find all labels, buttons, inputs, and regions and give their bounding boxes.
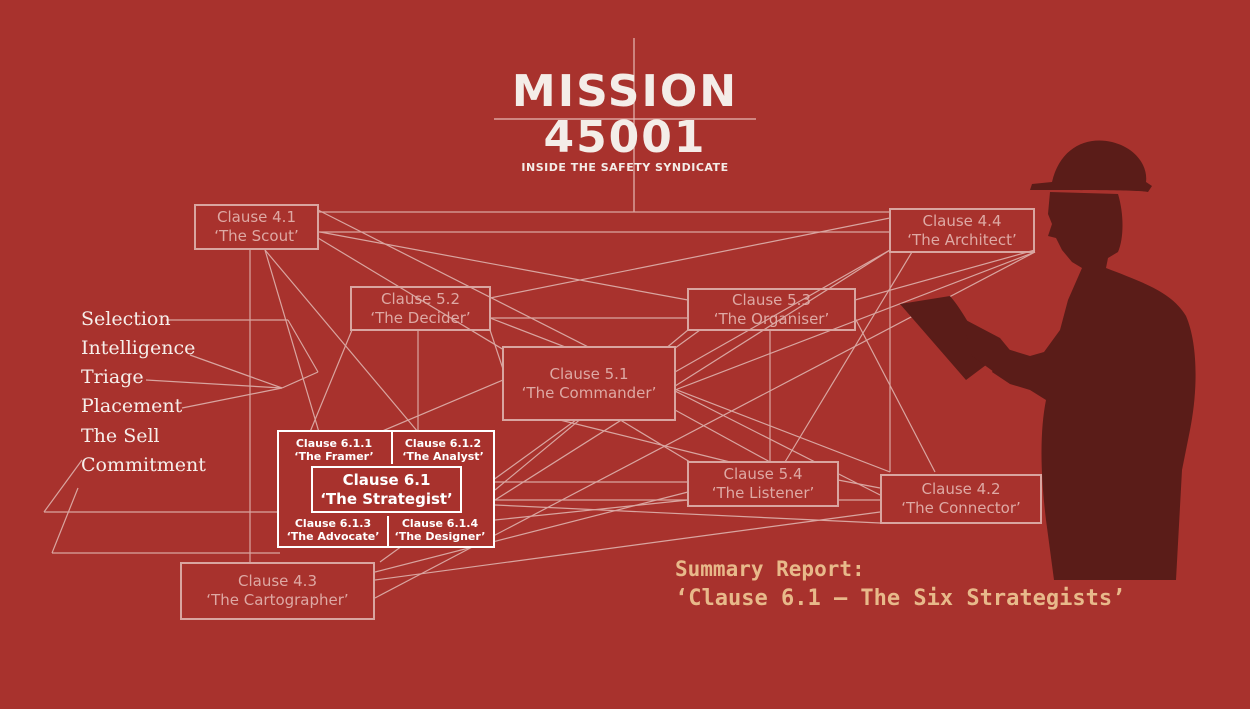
side-label-triage: Triage bbox=[81, 366, 144, 388]
clause-name: ‘The Cartographer’ bbox=[206, 591, 349, 609]
clause-box-5-4: Clause 5.4 ‘The Listener’ bbox=[687, 461, 839, 507]
clause-id: Clause 4.3 bbox=[237, 572, 317, 590]
clause-name: ‘The Architect’ bbox=[907, 230, 1017, 249]
sub-clause-6-1-4: Clause 6.1.4 ‘The Designer’ bbox=[387, 517, 493, 543]
clause-id: Clause 4.1 bbox=[216, 208, 296, 226]
clause-box-4-4: Clause 4.4 ‘The Architect’ bbox=[889, 208, 1035, 253]
clause-name: ‘The Framer’ bbox=[294, 450, 374, 463]
divider bbox=[391, 432, 393, 464]
sub-clause-6-1-2: Clause 6.1.2 ‘The Analyst’ bbox=[391, 437, 495, 463]
clause-box-6-1: Clause 6.1 ‘The Strategist’ bbox=[311, 466, 462, 513]
clause-id: Clause 4.4 bbox=[922, 211, 1002, 230]
clause-name: ‘The Designer’ bbox=[394, 530, 486, 543]
clause-box-4-1: Clause 4.1 ‘The Scout’ bbox=[194, 204, 319, 250]
title-line-1: MISSION bbox=[511, 66, 739, 117]
clause-box-5-2: Clause 5.2 ‘The Decider’ bbox=[350, 286, 491, 331]
clause-id: Clause 6.1.4 bbox=[401, 517, 479, 530]
divider bbox=[387, 516, 389, 548]
summary-heading: Summary Report: bbox=[675, 557, 865, 581]
clause-id: Clause 4.2 bbox=[921, 480, 1001, 498]
clause-name: ‘The Organiser’ bbox=[713, 309, 830, 328]
clause-name: ‘The Commander’ bbox=[521, 383, 657, 402]
title-line-2: 45001 bbox=[543, 112, 707, 163]
clause-name: ‘The Advocate’ bbox=[286, 530, 380, 543]
summary-title: ‘Clause 6.1 – The Six Strategists’ bbox=[675, 586, 1126, 611]
clause-name: ‘The Decider’ bbox=[370, 308, 471, 327]
clause-box-5-1: Clause 5.1 ‘The Commander’ bbox=[502, 346, 676, 421]
clause-name: ‘The Strategist’ bbox=[320, 489, 453, 508]
side-label-selection: Selection bbox=[81, 308, 171, 330]
clause-id: Clause 6.1 bbox=[342, 470, 431, 489]
tagline: INSIDE THE SAFETY SYNDICATE bbox=[521, 161, 729, 174]
side-label-placement: Placement bbox=[81, 395, 183, 417]
sub-clause-6-1-1: Clause 6.1.1 ‘The Framer’ bbox=[279, 437, 389, 463]
clause-name: ‘The Scout’ bbox=[214, 227, 299, 245]
clause-id: Clause 5.2 bbox=[380, 289, 460, 308]
clause-id: Clause 5.1 bbox=[549, 364, 629, 383]
worker-with-tablet-silhouette-icon bbox=[900, 140, 1196, 580]
side-label-the-sell: The Sell bbox=[81, 425, 160, 447]
clause-id: Clause 6.1.2 bbox=[404, 437, 482, 450]
clause-box-4-2: Clause 4.2 ‘The Connector’ bbox=[880, 474, 1042, 524]
sub-clause-6-1-3: Clause 6.1.3 ‘The Advocate’ bbox=[279, 517, 387, 543]
side-label-commitment: Commitment bbox=[81, 454, 206, 476]
crosshair-icon bbox=[494, 38, 756, 212]
clause-id: Clause 5.3 bbox=[731, 290, 811, 309]
clause-id: Clause 6.1.3 bbox=[294, 517, 372, 530]
clause-box-5-3: Clause 5.3 ‘The Organiser’ bbox=[687, 288, 856, 331]
clause-box-4-3: Clause 4.3 ‘The Cartographer’ bbox=[180, 562, 375, 620]
clause-name: ‘The Listener’ bbox=[711, 484, 815, 502]
clause-id: Clause 5.4 bbox=[723, 465, 803, 483]
clause-name: ‘The Connector’ bbox=[901, 499, 1021, 517]
clause-id: Clause 6.1.1 bbox=[295, 437, 373, 450]
side-label-intelligence: Intelligence bbox=[81, 337, 196, 359]
clause-name: ‘The Analyst’ bbox=[402, 450, 484, 463]
